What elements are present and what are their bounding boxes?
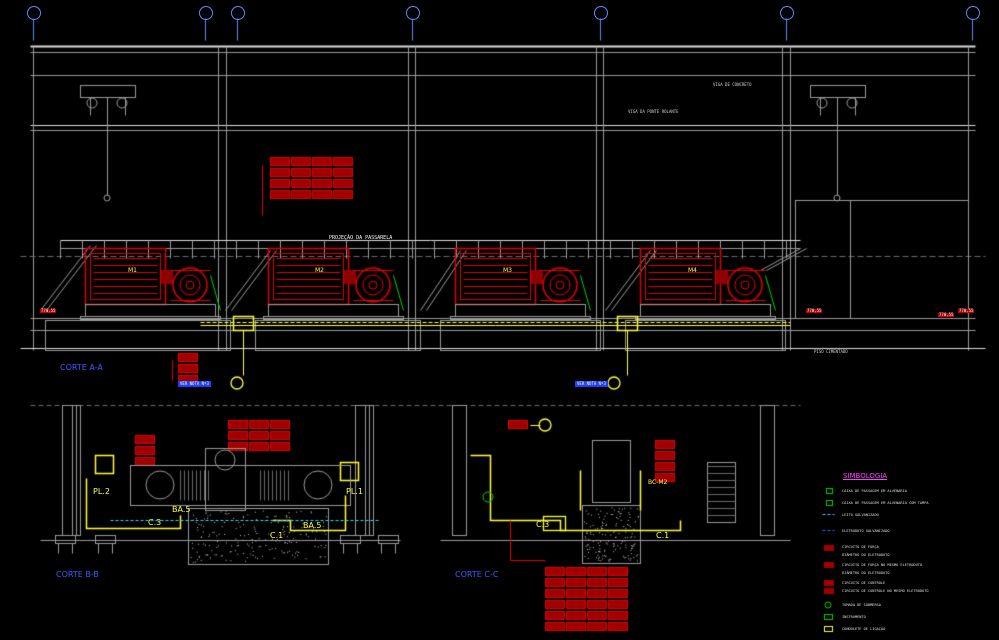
conduit-tag: C.1 — [270, 532, 283, 540]
conduit-tag: C.3 — [536, 521, 549, 529]
motor-label: M2 — [315, 268, 324, 274]
note-reference: VER NOTA Nº3 — [178, 381, 211, 387]
legend-item: CONDULETE DE LIGAÇÃO — [842, 628, 885, 632]
panel-tag: PL.1 — [346, 488, 363, 496]
section-title-right: CORTE C-C — [455, 571, 498, 579]
pump-tag: BA.5 — [303, 522, 321, 530]
level-mark: 770,55 — [938, 313, 954, 317]
section-title-left: CORTE B-B — [56, 571, 99, 579]
legend-item: INSTRUMENTO — [842, 616, 866, 620]
conduit-tag: C.1 — [656, 532, 669, 540]
level-mark: 770,55 — [40, 309, 56, 313]
legend-item: CIRCUITO DE CONTROLE — [842, 582, 885, 586]
legend-item: DIÂMETRO DO ELETRODUTO — [842, 572, 890, 576]
legend-item: CAIXA DE PASSAGEM EM ALVENARIA COM TAMPA — [842, 502, 929, 506]
annotation: VIGA DA PONTE ROLANTE — [628, 110, 679, 114]
grid-axis-bubble — [594, 6, 608, 20]
pump-tag: BA.5 — [172, 506, 190, 514]
motor-label: M4 — [688, 268, 697, 274]
section-title-main: CORTE A-A — [60, 364, 103, 372]
legend-item: CAIXA DE PASSAGEM EM ALVENARIA — [842, 490, 907, 494]
legend-item: CIRCUITO DE FORÇA NO MESMO ELETRODUTO — [842, 564, 922, 568]
motor-label: M1 — [128, 268, 137, 274]
grid-axis-bubble — [199, 6, 213, 20]
legend-item: CIRCUITO DE FORÇA — [842, 546, 879, 550]
note-reference: VER NOTA Nº3 — [575, 381, 608, 387]
annotation: PROJEÇÃO DA PASSARELA — [329, 236, 392, 241]
annotation: PISO CIMENTADO — [814, 350, 848, 354]
legend-item: CIRCUITO DE CONTROLE NO MESMO ELETRODUTO — [842, 590, 929, 594]
equipment-tag: BC-M2 — [648, 480, 667, 486]
grid-axis-bubble — [406, 6, 420, 20]
grid-axis-bubble — [27, 6, 41, 20]
legend-item: ELETRODUTO GALVANIZADO — [842, 530, 890, 534]
legend-title: SIMBOLOGIA — [843, 473, 887, 480]
conduit-tag: C.3 — [148, 519, 161, 527]
grid-axis-bubble — [966, 6, 980, 20]
legend-item: LEITO GALVANIZADO — [842, 514, 879, 518]
annotation: VIGA DE CONCRETO — [713, 83, 752, 87]
level-mark: 770,55 — [806, 309, 822, 313]
legend-item: TOMADA DE SUBMERSA — [842, 604, 881, 608]
legend-item: DIÂMETRO DO ELETRODUTO — [842, 554, 890, 558]
level-mark: 770,55 — [958, 309, 974, 313]
grid-axis-bubble — [231, 6, 245, 20]
motor-label: M3 — [503, 268, 512, 274]
grid-axis-bubble — [780, 6, 794, 20]
panel-tag: PL.2 — [93, 488, 110, 496]
